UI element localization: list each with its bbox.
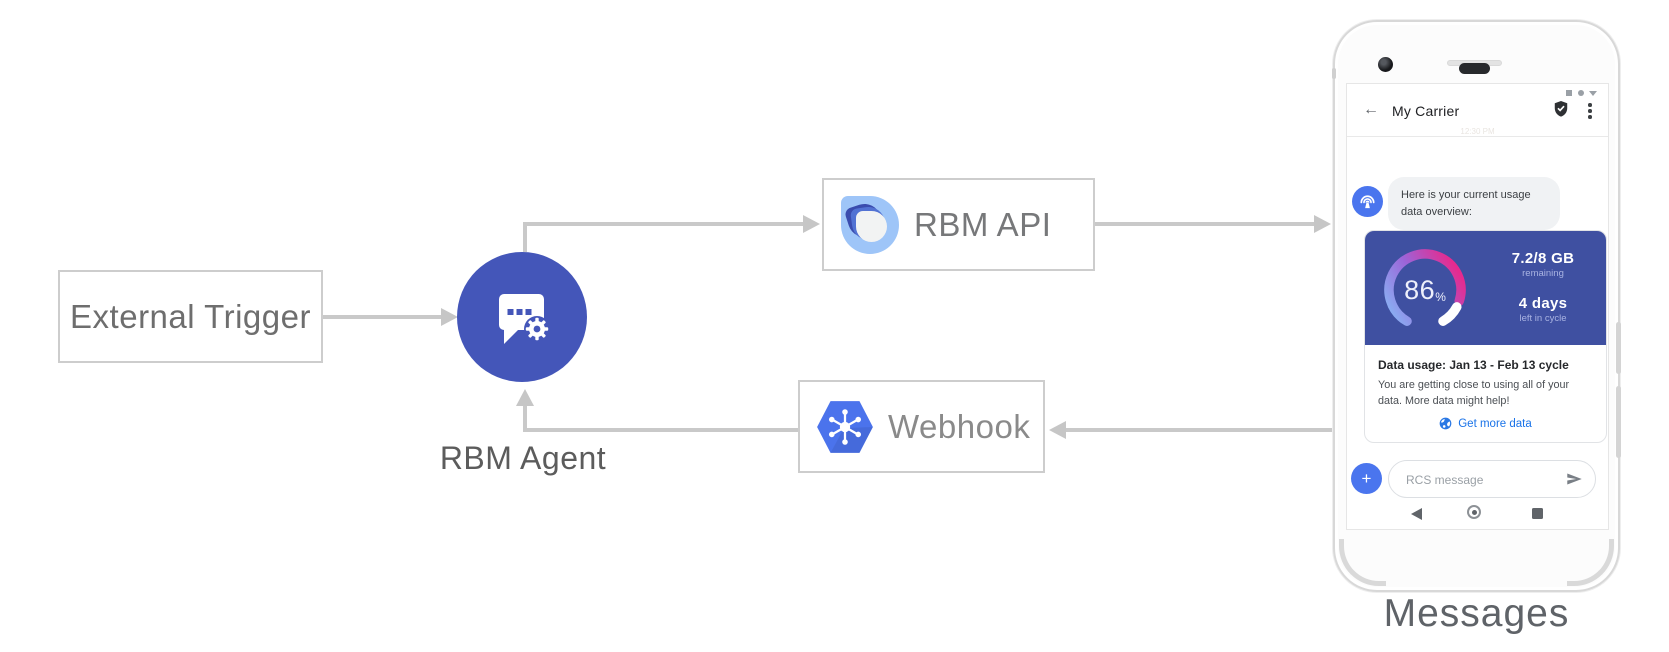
remaining-value: 7.2/8 GB [1511,250,1575,267]
arrowhead-api-phone [1314,215,1331,233]
bezel-corner [1567,539,1614,586]
rcs-message-input[interactable] [1404,465,1548,495]
front-camera-icon [1378,57,1393,72]
antenna-icon [1360,195,1375,209]
usage-stats: 7.2/8 GB remaining 4 days left in cycle [1487,231,1599,345]
arrowhead-webhook-agent [516,389,534,406]
send-icon [1567,473,1582,485]
nav-home-button[interactable] [1467,505,1481,519]
rbm-api-logo-icon [840,195,900,255]
usage-card-hero: 86% 7.2/8 GB remaining 4 days left in cy… [1365,231,1606,345]
rbm-agent-label: RBM Agent [439,440,607,476]
messages-caption: Messages [1383,592,1570,635]
phone-device: ← My Carrier 12:30 PM Here is your curre… [1332,20,1621,592]
volume-button [1616,386,1621,458]
chat-bubble: Here is your current usage data overview… [1388,177,1560,230]
external-trigger-label: External Trigger [70,297,311,335]
days-label: left in cycle [1519,313,1567,324]
connector-agent-api-h [523,222,804,226]
usage-title: Data usage: Jan 13 - Feb 13 cycle [1378,358,1569,372]
connector-api-phone [1095,222,1316,226]
connector-agent-api-v [523,224,527,252]
back-button[interactable]: ← [1363,101,1379,118]
usage-body: You are getting close to using all of yo… [1378,379,1570,408]
usage-card-body: Data usage: Jan 13 - Feb 13 cycle You ar… [1365,345,1606,442]
timestamp: 12:30 PM [1460,127,1495,136]
gauge-percent: 86% [1404,274,1446,305]
sim-tray [1332,68,1336,79]
rbm-agent-node [457,252,587,382]
compose-bar [1388,460,1596,498]
webhook-label: Webhook [888,407,1031,445]
remaining-label: remaining [1522,268,1564,279]
globe-icon [1439,418,1452,430]
conversation-title: My Carrier [1392,103,1460,119]
arrowhead-trigger-agent [441,308,458,326]
arrowhead-phone-webhook [1049,421,1066,439]
phone-screen: ← My Carrier 12:30 PM Here is your curre… [1346,83,1609,530]
connector-webhook-agent-v [523,405,527,432]
status-signal-icon [1566,90,1572,96]
connector-trigger-agent [323,315,442,319]
webhook-node: Webhook [798,380,1045,473]
status-battery-icon [1578,90,1584,96]
chat-gear-icon [499,294,550,344]
get-more-data-label: Get more data [1458,417,1532,430]
external-trigger-node: External Trigger [58,270,323,363]
connector-webhook-agent-h [525,428,798,432]
nav-back-button[interactable] [1411,508,1422,520]
connector-phone-webhook [1066,428,1333,432]
bezel-corner [1339,539,1386,586]
header-divider [1347,136,1608,137]
power-button [1616,322,1621,374]
usage-gauge: 86% [1377,242,1473,338]
rbm-api-label: RBM API [914,205,1052,243]
verified-badge-icon [1553,100,1569,123]
agent-avatar [1352,186,1383,217]
days-value: 4 days [1518,295,1568,312]
rbm-api-node: RBM API [822,178,1095,271]
earpiece [1459,63,1490,74]
arrowhead-agent-api [803,215,820,233]
plus-button[interactable]: + [1351,463,1382,494]
send-button[interactable] [1566,472,1583,491]
menu-kebab-icon[interactable] [1588,103,1592,121]
status-network-icon [1589,91,1597,96]
nav-recents-button[interactable] [1532,508,1543,519]
usage-card: 86% 7.2/8 GB remaining 4 days left in cy… [1364,230,1607,444]
get-more-data-button[interactable]: Get more data [1378,417,1593,430]
webhook-hexagon-icon [817,400,873,453]
plus-icon: + [1361,468,1372,488]
